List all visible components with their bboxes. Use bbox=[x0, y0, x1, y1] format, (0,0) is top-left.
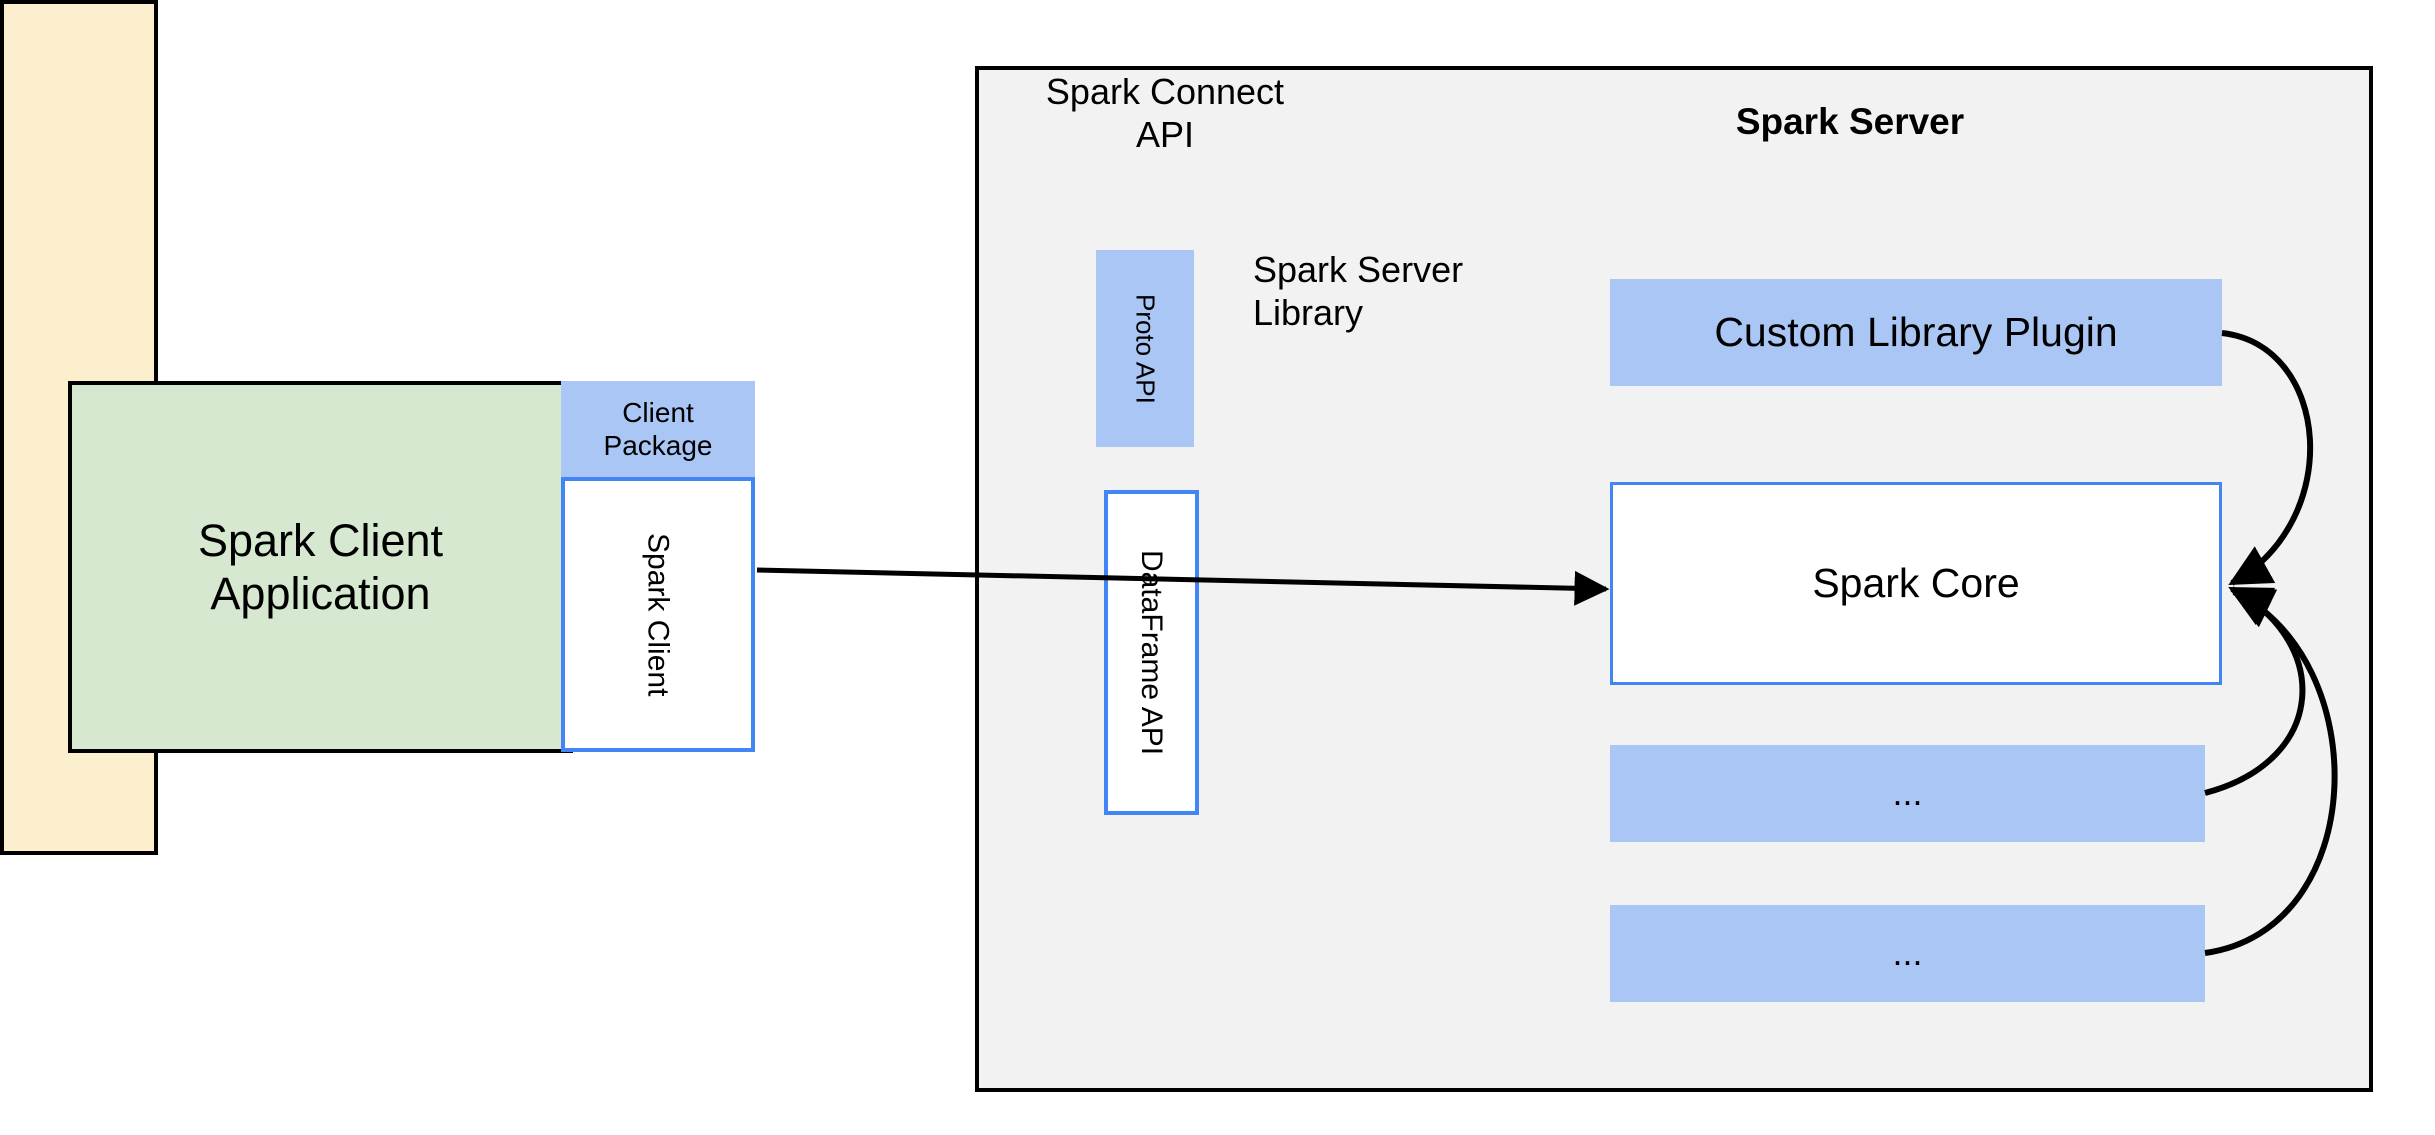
proto-api-label: Proto API bbox=[1130, 293, 1161, 404]
spark-core-box[interactable]: Spark Core bbox=[1610, 482, 2222, 685]
dataframe-api-label: DataFrame API bbox=[1135, 549, 1169, 756]
client-package-label: Client Package bbox=[603, 396, 713, 461]
spark-client-application-label: Spark Client Application bbox=[197, 514, 444, 619]
custom-library-plugin-label: Custom Library Plugin bbox=[1714, 309, 2118, 356]
plugin-placeholder-label-1: ... bbox=[1892, 772, 1923, 814]
spark-client-box[interactable]: Spark Client bbox=[561, 477, 755, 752]
spark-connect-api-label: Spark Connect API bbox=[1045, 71, 1285, 156]
client-package-box[interactable]: Client Package bbox=[561, 381, 755, 477]
spark-client-application-box[interactable]: Spark Client Application bbox=[68, 381, 573, 753]
dataframe-api-box[interactable]: DataFrame API bbox=[1104, 490, 1199, 815]
spark-core-label: Spark Core bbox=[1812, 560, 2020, 607]
plugin-placeholder-label-2: ... bbox=[1892, 932, 1923, 974]
proto-api-box[interactable]: Proto API bbox=[1096, 250, 1194, 447]
plugin-placeholder-box-2[interactable]: ... bbox=[1610, 905, 2205, 1002]
custom-library-plugin-box[interactable]: Custom Library Plugin bbox=[1610, 279, 2222, 386]
plugin-placeholder-box-1[interactable]: ... bbox=[1610, 745, 2205, 842]
spark-server-library-label: Spark Server Library bbox=[1253, 249, 1464, 334]
spark-client-label: Spark Client bbox=[641, 532, 675, 697]
spark-server-title: Spark Server bbox=[1735, 101, 1965, 142]
